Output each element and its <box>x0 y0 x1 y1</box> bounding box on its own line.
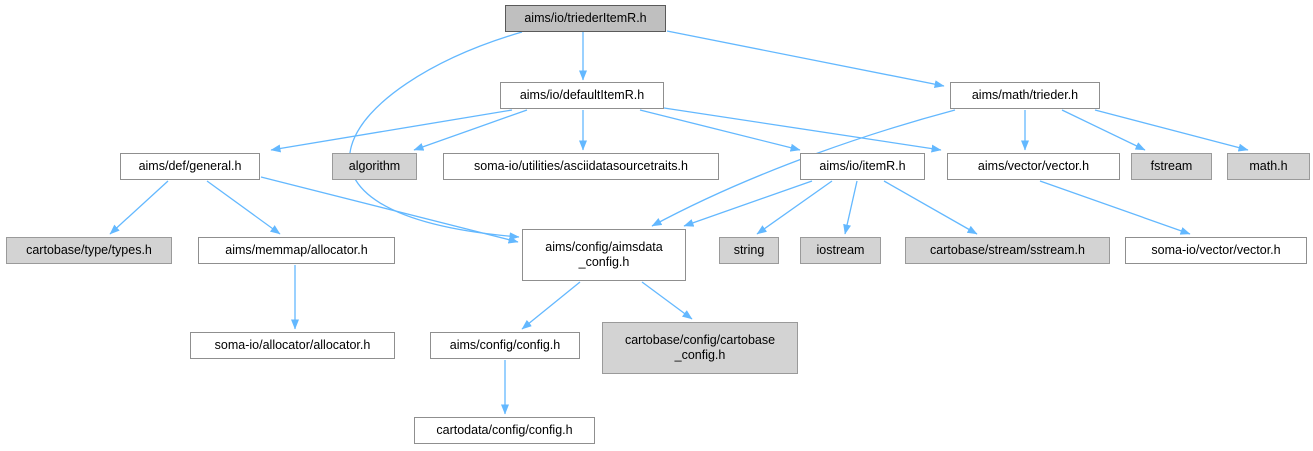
node-label: cartobase/type/types.h <box>26 243 152 257</box>
node-cartobaseconfig[interactable]: cartobase/config/cartobase_config.h <box>602 322 798 374</box>
node-math[interactable]: math.h <box>1227 153 1310 180</box>
edge-defaultItemR-to-algorithm <box>413 109 528 151</box>
edge-defaultItemR-to-aimsvector <box>663 107 942 153</box>
node-label: aims/vector/vector.h <box>977 159 1090 173</box>
edge-itemR-to-sstream <box>883 180 978 235</box>
node-label: aims/io/triederItemR.h <box>524 11 647 25</box>
node-label: cartobase/stream/sstream.h <box>930 243 1085 257</box>
edge-itemR-to-aimsdataconfig <box>683 180 813 227</box>
node-label: string <box>733 243 765 257</box>
node-types[interactable]: cartobase/type/types.h <box>6 237 172 264</box>
node-trieder[interactable]: aims/math/trieder.h <box>950 82 1100 109</box>
edge-triederItemR-to-aimsdataconfig <box>349 31 523 241</box>
node-label: aims/def/general.h <box>138 159 242 173</box>
node-label: fstream <box>1150 159 1193 173</box>
node-defaultItemR[interactable]: aims/io/defaultItemR.h <box>500 82 664 109</box>
node-asciitraits[interactable]: soma-io/utilities/asciidatasourcetraits.… <box>443 153 719 180</box>
node-label: aims/config/aimsdata <box>545 240 663 254</box>
node-aimsvector[interactable]: aims/vector/vector.h <box>947 153 1120 180</box>
edge-trieder-to-math <box>1094 109 1249 152</box>
node-label: soma-io/vector/vector.h <box>1151 243 1281 257</box>
node-aimsdataconfig[interactable]: aims/config/aimsdata_config.h <box>522 229 686 281</box>
node-label: iostream <box>816 243 865 257</box>
edge-itemR-to-string <box>756 180 833 235</box>
node-label: cartobase/config/cartobase <box>624 333 776 347</box>
node-label: aims/memmap/allocator.h <box>225 243 368 257</box>
node-label: algorithm <box>348 159 401 173</box>
node-algorithm[interactable]: algorithm <box>332 153 417 180</box>
edge-aimsdataconfig-to-aimsconfig <box>521 281 581 330</box>
node-label: soma-io/utilities/asciidatasourcetraits.… <box>474 159 688 173</box>
node-fstream[interactable]: fstream <box>1131 153 1212 180</box>
node-label: soma-io/allocator/allocator.h <box>214 338 371 352</box>
edge-aimsvector-to-somavector <box>1039 180 1191 235</box>
node-memmap[interactable]: aims/memmap/allocator.h <box>198 237 395 264</box>
edge-general-to-memmap <box>206 180 281 235</box>
edge-trieder-to-fstream <box>1061 109 1146 151</box>
node-aimsconfig[interactable]: aims/config/config.h <box>430 332 580 359</box>
node-triederItemR[interactable]: aims/io/triederItemR.h <box>505 5 666 32</box>
edge-defaultItemR-to-itemR <box>639 109 801 152</box>
node-cartodataconfig[interactable]: cartodata/config/config.h <box>414 417 595 444</box>
node-label: aims/config/config.h <box>449 338 561 352</box>
edge-general-to-aimsdataconfig <box>260 176 519 244</box>
edge-defaultItemR-to-general <box>270 109 513 153</box>
edge-aimsdataconfig-to-cartobaseconfig <box>641 281 693 320</box>
node-sstream[interactable]: cartobase/stream/sstream.h <box>905 237 1110 264</box>
node-somavector[interactable]: soma-io/vector/vector.h <box>1125 237 1307 264</box>
node-label: aims/io/defaultItemR.h <box>519 88 645 102</box>
node-somaallocator[interactable]: soma-io/allocator/allocator.h <box>190 332 395 359</box>
edge-general-to-types <box>109 180 169 235</box>
node-itemR[interactable]: aims/io/itemR.h <box>800 153 925 180</box>
edge-itemR-to-iostream <box>843 180 858 235</box>
node-label: aims/math/trieder.h <box>971 88 1079 102</box>
node-label: _config.h <box>674 348 726 362</box>
node-general[interactable]: aims/def/general.h <box>120 153 260 180</box>
node-label: aims/io/itemR.h <box>819 159 906 173</box>
node-label: _config.h <box>578 255 630 269</box>
node-iostream[interactable]: iostream <box>800 237 881 264</box>
node-string[interactable]: string <box>719 237 779 264</box>
node-label: math.h <box>1249 159 1288 173</box>
edge-triederItemR-to-trieder <box>666 30 945 89</box>
node-label: cartodata/config/config.h <box>436 423 573 437</box>
